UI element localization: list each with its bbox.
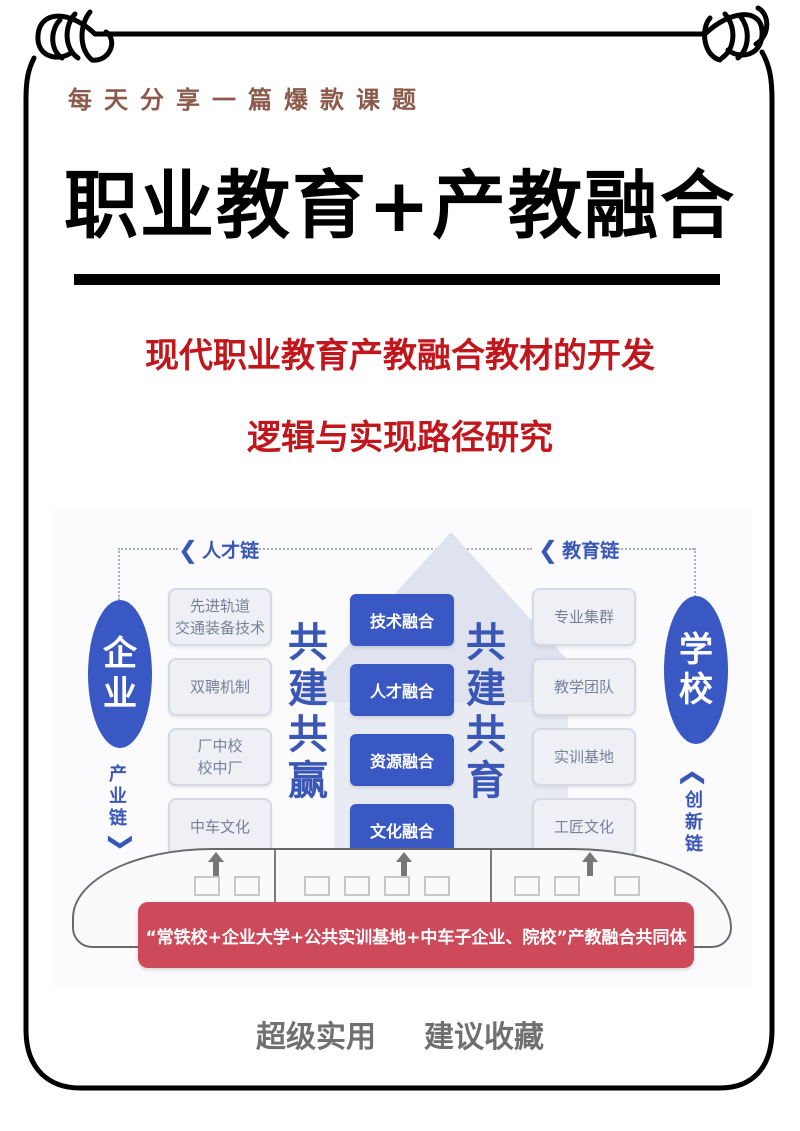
enterprise-char-1: 企: [103, 634, 137, 674]
big-char: 共: [288, 712, 328, 758]
box-text: 教学团队: [553, 678, 614, 696]
integration-box-resource: 资源融合: [350, 734, 454, 786]
box-text: 厂中校: [197, 737, 243, 755]
talent-chain-text: 人才链: [202, 540, 260, 562]
big-char: 育: [466, 758, 506, 804]
box-text: 交通装备技术: [174, 619, 265, 637]
chevron-up-icon: ❮: [680, 767, 709, 789]
education-chain-label: ❮ 教育链: [538, 536, 619, 563]
school-char-2: 校: [679, 670, 713, 710]
right-chain-connector: [618, 548, 694, 550]
school-char-1: 学: [679, 630, 713, 670]
train-window: [554, 876, 580, 896]
school-item-box: 专业集群: [532, 588, 636, 646]
chevron-down-icon: ❮: [104, 831, 133, 853]
subtitle-line-2: 逻辑与实现路径研究: [247, 418, 553, 458]
industry-education-diagram: ❮ 人才链 ❮ 教育链 企 业 学 校 产 业 链 ❮ ❮ 创 新 链 先进轨道…: [52, 508, 752, 988]
innovation-chain-label: ❮ 创 新 链: [680, 766, 709, 856]
up-arrow-icon: [396, 852, 412, 862]
box-text: 专业集群: [553, 608, 614, 626]
industry-chain-label: 产 业 链 ❮: [104, 764, 133, 854]
train-car-divider: [274, 850, 276, 910]
co-build-co-educate-text: 共 建 共 育: [466, 620, 506, 804]
integration-box-culture: 文化融合: [350, 804, 454, 856]
footer-tag-bookmark: 建议收藏: [424, 1020, 544, 1055]
up-arrow-icon: [208, 852, 224, 862]
education-chain-text: 教育链: [562, 540, 620, 562]
train-window: [194, 876, 220, 896]
train-window: [424, 876, 450, 896]
community-banner: “常铁校+企业大学+公共实训基地+中车子企业、院校”产教融合共同体: [138, 902, 694, 968]
big-char: 共: [466, 712, 506, 758]
co-build-win-win-text: 共 建 共 赢: [288, 620, 328, 804]
subtitle-line-1: 现代职业教育产教融合教材的开发: [145, 336, 655, 376]
big-char: 共: [288, 620, 328, 666]
title-divider: [74, 274, 720, 285]
innovation-chain-char: 新: [685, 812, 704, 833]
box-text: 校中厂: [197, 759, 243, 777]
up-arrow-stem: [401, 862, 407, 876]
big-char: 建: [288, 666, 328, 712]
box-text: 实训基地: [553, 748, 614, 766]
integration-box-technology: 技术融合: [350, 594, 454, 646]
big-char: 建: [466, 666, 506, 712]
up-arrow-icon: [582, 852, 598, 862]
main-title: 职业教育+产教融合: [63, 163, 736, 249]
box-text: 先进轨道: [189, 597, 250, 615]
enterprise-item-box: 双聘机制: [168, 658, 272, 716]
big-char: 共: [466, 620, 506, 666]
innovation-chain-char: 创: [685, 790, 704, 811]
train-window: [514, 876, 540, 896]
train-window: [344, 876, 370, 896]
school-item-box: 教学团队: [532, 658, 636, 716]
train-window: [234, 876, 260, 896]
big-char: 赢: [288, 758, 328, 804]
integration-box-talent: 人才融合: [350, 664, 454, 716]
industry-chain-char: 链: [109, 808, 128, 829]
chevron-left-icon: ❮: [178, 535, 199, 564]
box-text: 工匠文化: [553, 818, 614, 836]
train-window: [384, 876, 410, 896]
chevron-left-icon: ❮: [538, 535, 559, 564]
right-vertical-connector: [694, 548, 696, 600]
industry-chain-char: 业: [109, 786, 128, 807]
school-node: 学 校: [664, 596, 728, 744]
school-item-box: 实训基地: [532, 728, 636, 786]
enterprise-node: 企 业: [88, 600, 152, 748]
school-item-box: 工匠文化: [532, 798, 636, 856]
enterprise-char-2: 业: [103, 674, 137, 714]
train-window: [304, 876, 330, 896]
left-chain-connector: [118, 548, 178, 550]
industry-chain-char: 产: [109, 764, 128, 785]
innovation-chain-char: 链: [685, 834, 704, 855]
box-text: 中车文化: [189, 818, 250, 836]
footer-tags: 超级实用 建议收藏: [0, 1012, 800, 1056]
left-vertical-connector: [118, 548, 120, 600]
train-window: [614, 876, 640, 896]
up-arrow-stem: [587, 862, 593, 876]
enterprise-item-box: 先进轨道 交通装备技术: [168, 588, 272, 646]
up-arrow-stem: [213, 862, 219, 876]
talent-chain-label: ❮ 人才链: [178, 536, 259, 563]
enterprise-item-box: 厂中校 校中厂: [168, 728, 272, 786]
box-text: 双聘机制: [189, 678, 250, 696]
train-car-divider: [490, 850, 492, 910]
footer-tag-practical: 超级实用: [256, 1020, 376, 1055]
tagline: 每天分享一篇爆款课题: [68, 86, 428, 114]
